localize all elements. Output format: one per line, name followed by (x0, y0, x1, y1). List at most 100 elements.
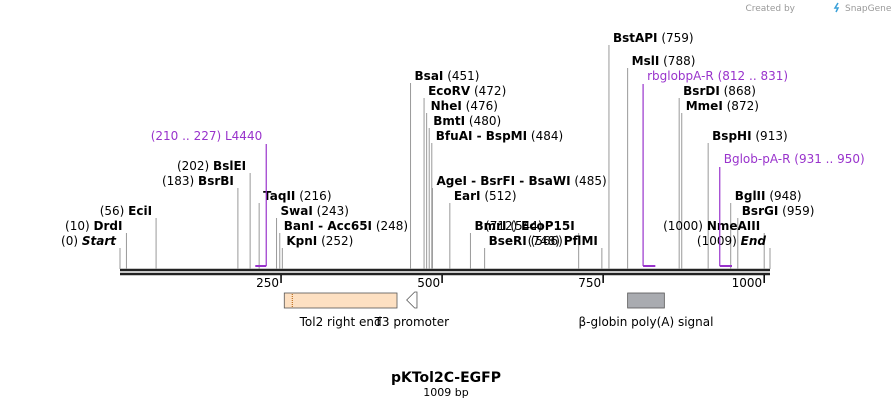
site-drdi[interactable]: (10) DrdI (65, 219, 127, 269)
primer-range: (812 .. 831) (718, 69, 788, 83)
site-position: (748) (528, 234, 560, 248)
site-position: (472) (474, 84, 506, 98)
site-label: BmtI (480) (433, 114, 501, 128)
site-bstapi[interactable]: BstAPI (759) (608, 31, 694, 269)
feature-1[interactable]: Tol2 right end (283, 292, 398, 329)
site-bsrbi[interactable]: (183) BsrBI (162, 174, 239, 269)
primer-name: rbglobpA-R (647, 69, 714, 83)
feature-3[interactable]: β-globin poly(A) signal (579, 292, 714, 329)
site-position: (216) (299, 189, 331, 203)
site-swai[interactable]: SwaI (243) (276, 204, 349, 269)
site-bslei[interactable]: (202) BslEI (177, 159, 251, 269)
site-name: BspHI (712, 129, 751, 143)
site-position: (183) (162, 174, 194, 188)
site-name: BslEI (213, 159, 246, 173)
site-name: BfuAI - BspMI (436, 129, 527, 143)
site-name: TaqII (263, 189, 295, 203)
site-label: (712) EcoP15I (485, 219, 575, 233)
tick-label: 500 (417, 276, 440, 290)
site-name: AgeI - BsrFI - BsaWI (436, 174, 570, 188)
site-bsrdi[interactable]: BsrDI (868) (678, 84, 756, 269)
site-position: (1000) (663, 219, 703, 233)
site-name: NheI (431, 99, 462, 113)
primer-label: (210 .. 227) L4440 (151, 129, 263, 143)
site-label: BmrI (544) (474, 219, 542, 233)
site-label: (56) EciI (100, 204, 152, 218)
primer-l4440[interactable]: (210 .. 227) L4440 (151, 129, 267, 267)
site-agei[interactable]: AgeI - BsrFI - BsaWI (485) (431, 174, 607, 269)
site-label: BsrDI (868) (683, 84, 756, 98)
site-msli[interactable]: MslI (788) (627, 54, 696, 269)
site-position: (476) (466, 99, 498, 113)
site-nhei[interactable]: NheI (476) (426, 99, 498, 269)
site-bmti[interactable]: BmtI (480) (428, 114, 501, 269)
primer-name: Bglob-pA-R (724, 152, 791, 166)
site-position: (788) (663, 54, 695, 68)
sequence-backbone (120, 268, 770, 276)
site-bfuai[interactable]: BfuAI - BspMI (484) (431, 129, 563, 269)
site-position: (872) (727, 99, 759, 113)
site-label: BseRI (566) (489, 234, 563, 248)
primer-annotations: (210 .. 227) L4440 rbglobpA-R (812 .. 831… (151, 69, 865, 267)
primer-bglob-pa-r[interactable]: Bglob-pA-R (931 .. 950) (719, 152, 865, 267)
site-bsphi[interactable]: BspHI (913) (707, 129, 788, 269)
site-label: SwaI (243) (281, 204, 349, 218)
site-ecorv[interactable]: EcoRV (472) (423, 84, 506, 269)
site-position: (1009) (697, 234, 737, 248)
site-name: Start (82, 234, 117, 248)
site-name: EciI (128, 204, 152, 218)
site-position: (959) (782, 204, 814, 218)
site-name: BsrBI (198, 174, 234, 188)
site-label: EcoRV (472) (428, 84, 506, 98)
site-label: KpnI (252) (286, 234, 353, 248)
feature-label: T3 promoter (374, 315, 450, 329)
brand-prefix: Created by (745, 4, 795, 14)
tick-label: 750 (578, 276, 601, 290)
feature-box (283, 292, 398, 309)
site-label: (1009) End (697, 234, 766, 248)
site-name: PflMI (564, 234, 598, 248)
site-bsai[interactable]: BsaI (451) (410, 69, 480, 269)
site-label: TaqII (216) (263, 189, 331, 203)
site-name: BmrI (474, 219, 506, 233)
site-bseri[interactable]: BseRI (566) (484, 234, 563, 269)
site-label: (202) BslEI (177, 159, 246, 173)
site-name: BstAPI (613, 31, 658, 45)
site-end[interactable]: (1009) End (697, 234, 771, 269)
site-position: (913) (755, 129, 787, 143)
site-mmei[interactable]: MmeI (872) (681, 99, 759, 269)
site-name: BanI - Acc65I (284, 219, 372, 233)
site-ecii[interactable]: (56) EciI (100, 204, 157, 269)
site-bmri[interactable]: BmrI (544) (469, 219, 543, 269)
site-bglii[interactable]: BglII (948) (730, 189, 802, 269)
primer-rbglobpa-r[interactable]: rbglobpA-R (812 .. 831) (642, 69, 788, 267)
site-bani[interactable]: BanI - Acc65I (248) (279, 219, 408, 269)
site-position: (566) (531, 234, 563, 248)
site-position: (484) (531, 129, 563, 143)
site-position: (451) (447, 69, 479, 83)
site-bsrgi[interactable]: BsrGI (959) (737, 204, 815, 269)
feature-2[interactable]: T3 promoter (374, 291, 450, 329)
site-position: (512) (484, 189, 516, 203)
primer-range: (210 .. 227) (151, 129, 221, 143)
site-position: (544) (510, 219, 542, 233)
site-ecop15i[interactable]: (712) EcoP15I (485, 219, 580, 269)
site-name: MslI (632, 54, 660, 68)
primer-range: (931 .. 950) (794, 152, 864, 166)
site-label: BsrGI (959) (742, 204, 815, 218)
site-label: EarI (512) (454, 189, 517, 203)
site-name: EarI (454, 189, 481, 203)
plasmid-length: 1009 bp (423, 386, 468, 399)
site-name: NmeAIII (707, 219, 760, 233)
primer-label: rbglobpA-R (812 .. 831) (647, 69, 788, 83)
site-taqii[interactable]: TaqII (216) (258, 189, 332, 269)
site-name: EcoP15I (521, 219, 575, 233)
site-label: NheI (476) (431, 99, 498, 113)
site-eari[interactable]: EarI (512) (449, 189, 517, 269)
site-pflmi[interactable]: (748) PflMI (528, 234, 603, 269)
site-start[interactable]: (0) Start (61, 234, 121, 269)
promoter-arrow-icon (406, 291, 418, 309)
site-kpni[interactable]: KpnI (252) (281, 234, 353, 269)
